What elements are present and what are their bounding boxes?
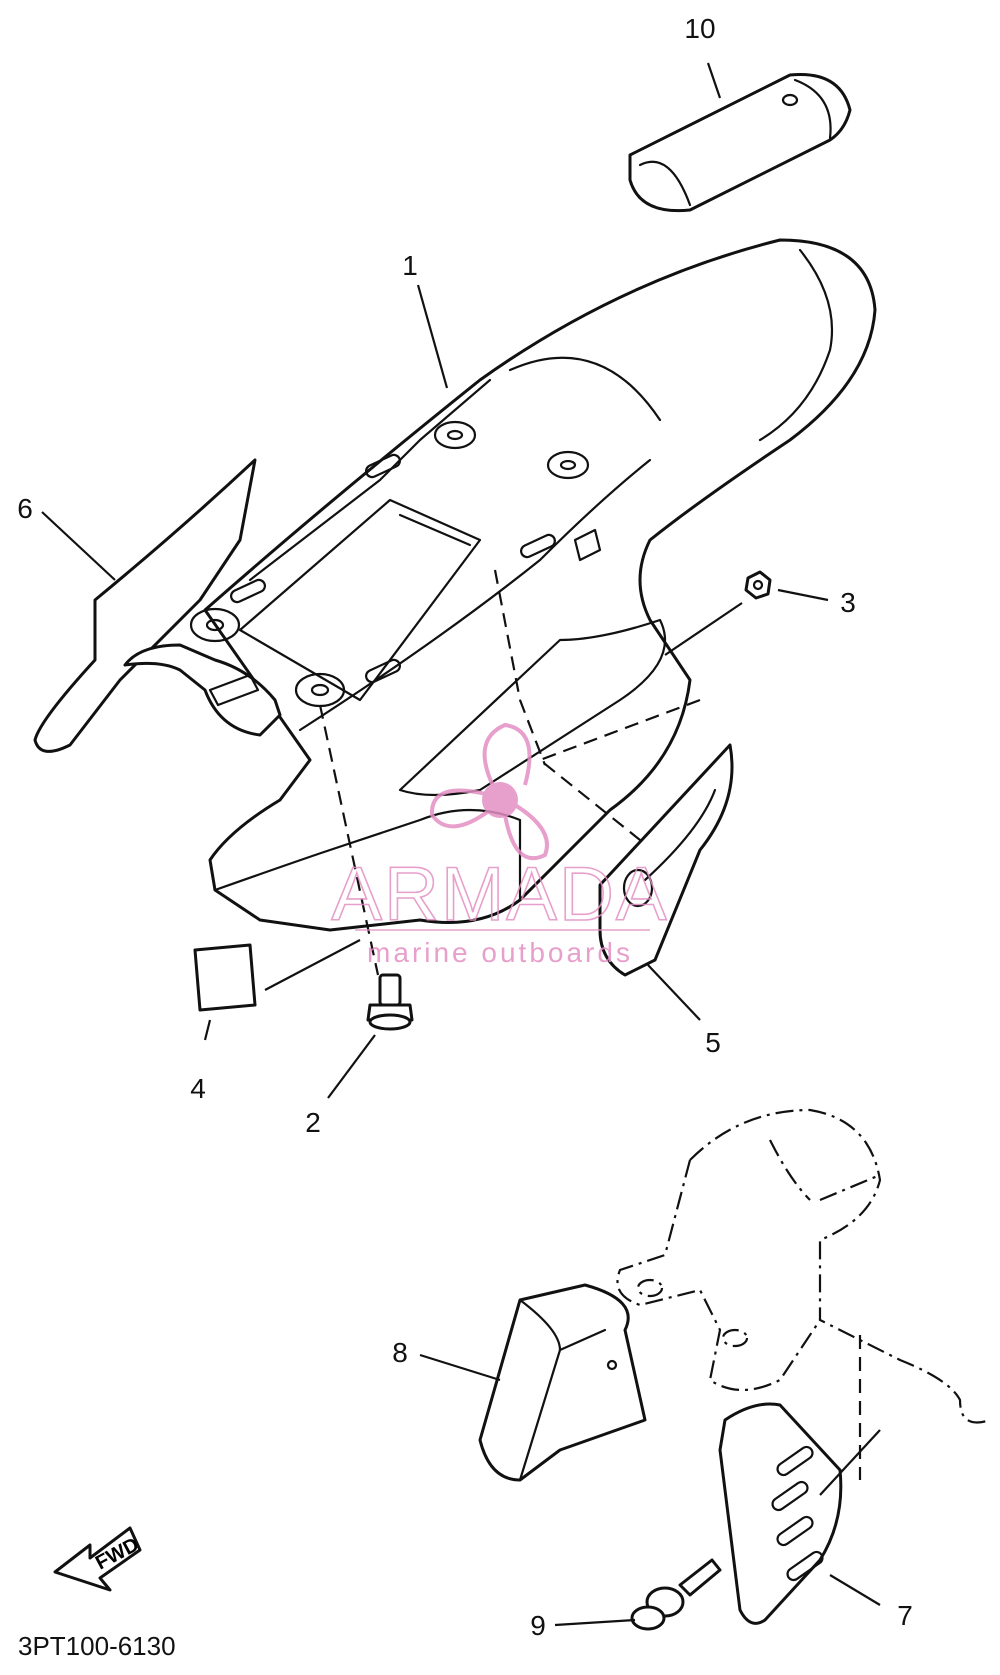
callout-10: 10 — [684, 13, 715, 44]
diagram-code: 3PT100-6130 — [18, 1631, 176, 1661]
propeller-icon — [429, 722, 549, 861]
part-10-pad — [628, 72, 852, 213]
part-3-nut — [744, 570, 772, 600]
part-2-bolt — [366, 973, 414, 1031]
watermark: ARMADA marine outboards — [331, 722, 668, 968]
fwd-arrow: FWD — [53, 1526, 143, 1592]
part-6-bracket — [33, 458, 282, 753]
callout-6: 6 — [17, 493, 33, 524]
frame-context — [616, 1108, 991, 1424]
part-7-heel-guard — [718, 1402, 843, 1625]
part-1-fender — [189, 238, 877, 932]
callout-numbers: 10 1 6 3 4 2 5 8 9 7 — [17, 13, 913, 1641]
part-5-plate — [598, 743, 734, 977]
callout-1: 1 — [402, 250, 418, 281]
watermark-tagline: marine outboards — [367, 937, 633, 968]
callout-8: 8 — [392, 1337, 408, 1368]
part-9-bolt — [630, 1558, 722, 1631]
callout-4: 4 — [190, 1073, 206, 1104]
part-8-guard — [478, 1283, 647, 1482]
callout-9: 9 — [530, 1610, 546, 1641]
callout-5: 5 — [705, 1027, 721, 1058]
watermark-brand: ARMADA — [331, 852, 668, 937]
callout-2: 2 — [305, 1107, 321, 1138]
part-4-pad — [193, 943, 257, 1012]
callout-3: 3 — [840, 587, 856, 618]
callout-7: 7 — [897, 1600, 913, 1631]
leader-lines — [41, 62, 881, 1627]
